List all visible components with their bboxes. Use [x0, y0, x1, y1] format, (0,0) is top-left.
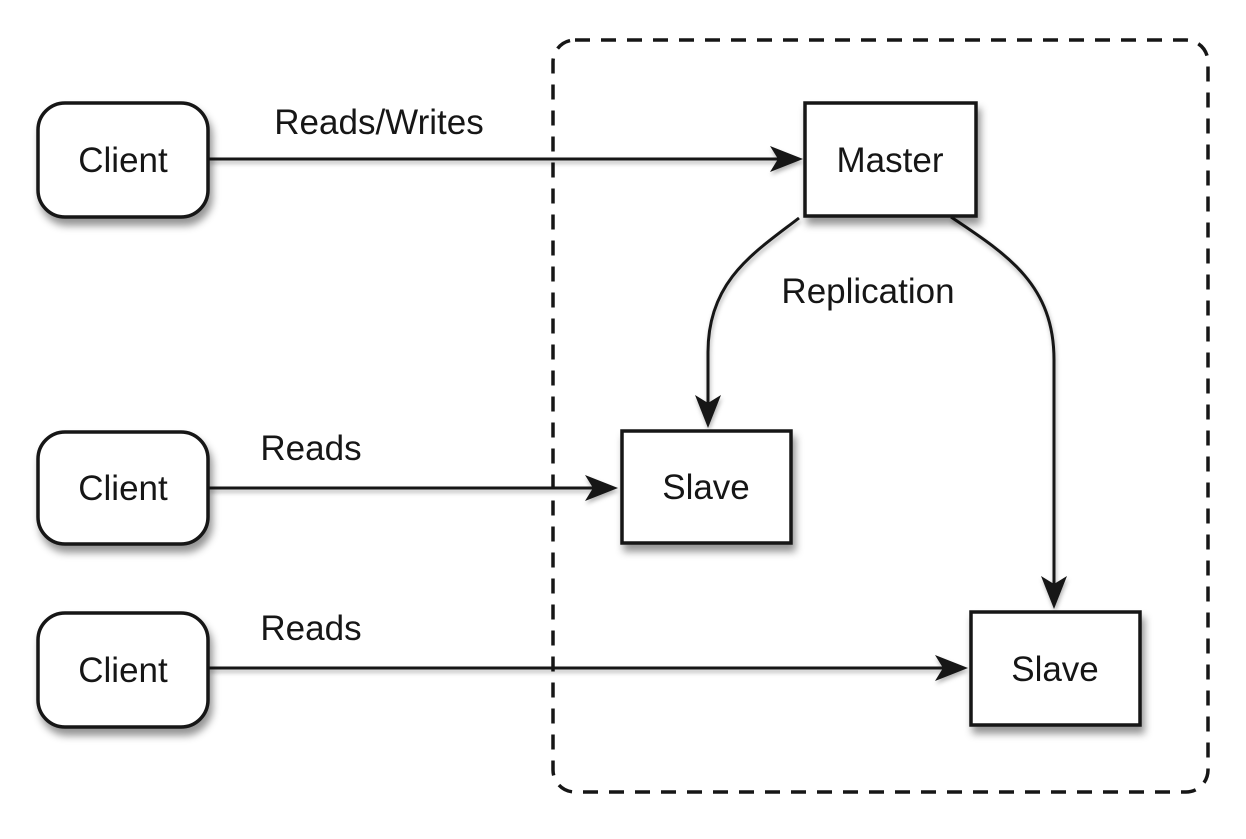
curved-arrow-line	[950, 215, 1056, 585]
client-box	[36, 611, 210, 729]
client-label: Client	[78, 141, 168, 180]
arrow-master-to-slave1	[695, 216, 800, 428]
slave-box	[620, 429, 793, 545]
arrowhead-icon	[1041, 576, 1067, 609]
node-client3: Client	[36, 611, 210, 729]
client-box	[36, 430, 210, 546]
server-group-dashed-boundary	[551, 38, 1210, 794]
slave-label: Slave	[1011, 650, 1099, 689]
curved-arrow-line	[706, 216, 800, 404]
node-slave1: Slave	[620, 429, 793, 545]
slave-box	[969, 610, 1142, 727]
arrow-master-to-slave2	[950, 215, 1067, 609]
arrowhead-icon	[585, 475, 618, 501]
arrow-client2-to-slave1	[208, 475, 618, 501]
master-label: Master	[837, 141, 944, 180]
slave-label: Slave	[662, 468, 750, 507]
edge-label-reads-bottom: Reads	[260, 609, 361, 648]
client-label: Client	[78, 469, 168, 508]
node-client1: Client	[36, 101, 210, 219]
client-label: Client	[78, 651, 168, 690]
master-box	[803, 101, 978, 218]
edge-label-replication: Replication	[781, 272, 954, 311]
arrow-client3-to-slave2	[208, 655, 968, 681]
node-slave2: Slave	[969, 610, 1142, 727]
node-client2: Client	[36, 430, 210, 546]
arrowhead-icon	[935, 655, 968, 681]
arrow-client1-to-master	[208, 146, 803, 172]
edge-label-reads-writes: Reads/Writes	[274, 103, 483, 142]
client-box	[36, 101, 210, 219]
arrowhead-icon	[770, 146, 803, 172]
edge-label-reads-middle: Reads	[260, 429, 361, 468]
node-master: Master	[803, 101, 978, 218]
arrowhead-icon	[695, 395, 721, 428]
